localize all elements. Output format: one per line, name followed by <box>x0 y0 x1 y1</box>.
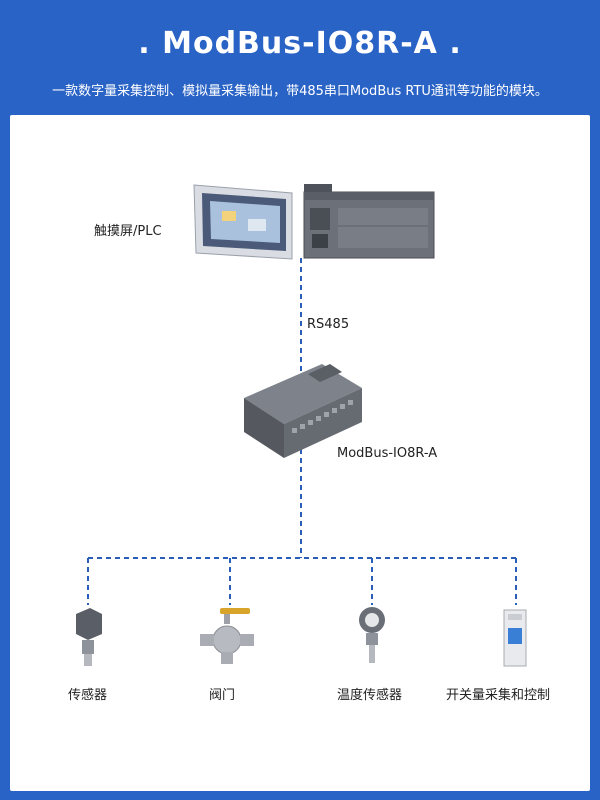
pressure-sensor-icon <box>76 608 102 666</box>
module-label: ModBus-IO8R-A <box>337 446 438 461</box>
temperature-sensor-icon <box>359 607 385 663</box>
device-label-temp-sensor: 温度传感器 <box>337 688 403 703</box>
device-label-switch: 开关量采集和控制 <box>446 688 551 703</box>
valve-icon <box>200 608 254 664</box>
page-subtitle: 一款数字量采集控制、模拟量采集输出，带485串口ModBus RTU通讯等功能的… <box>52 84 548 99</box>
rs485-label: RS485 <box>307 317 350 332</box>
page-title: . ModBus-IO8R-A . <box>138 26 462 61</box>
din-switch-icon <box>503 609 527 667</box>
io-module-icon <box>244 364 362 458</box>
device-label-valve: 阀门 <box>209 688 236 703</box>
device-label-sensor: 传感器 <box>68 688 108 703</box>
plc-icon <box>303 184 435 259</box>
header-banner: . ModBus-IO8R-A . 一款数字量采集控制、模拟量采集输出，带485… <box>0 0 600 115</box>
touchscreen-icon <box>193 184 293 260</box>
touchscreen-plc-label: 触摸屏/PLC <box>94 224 162 239</box>
